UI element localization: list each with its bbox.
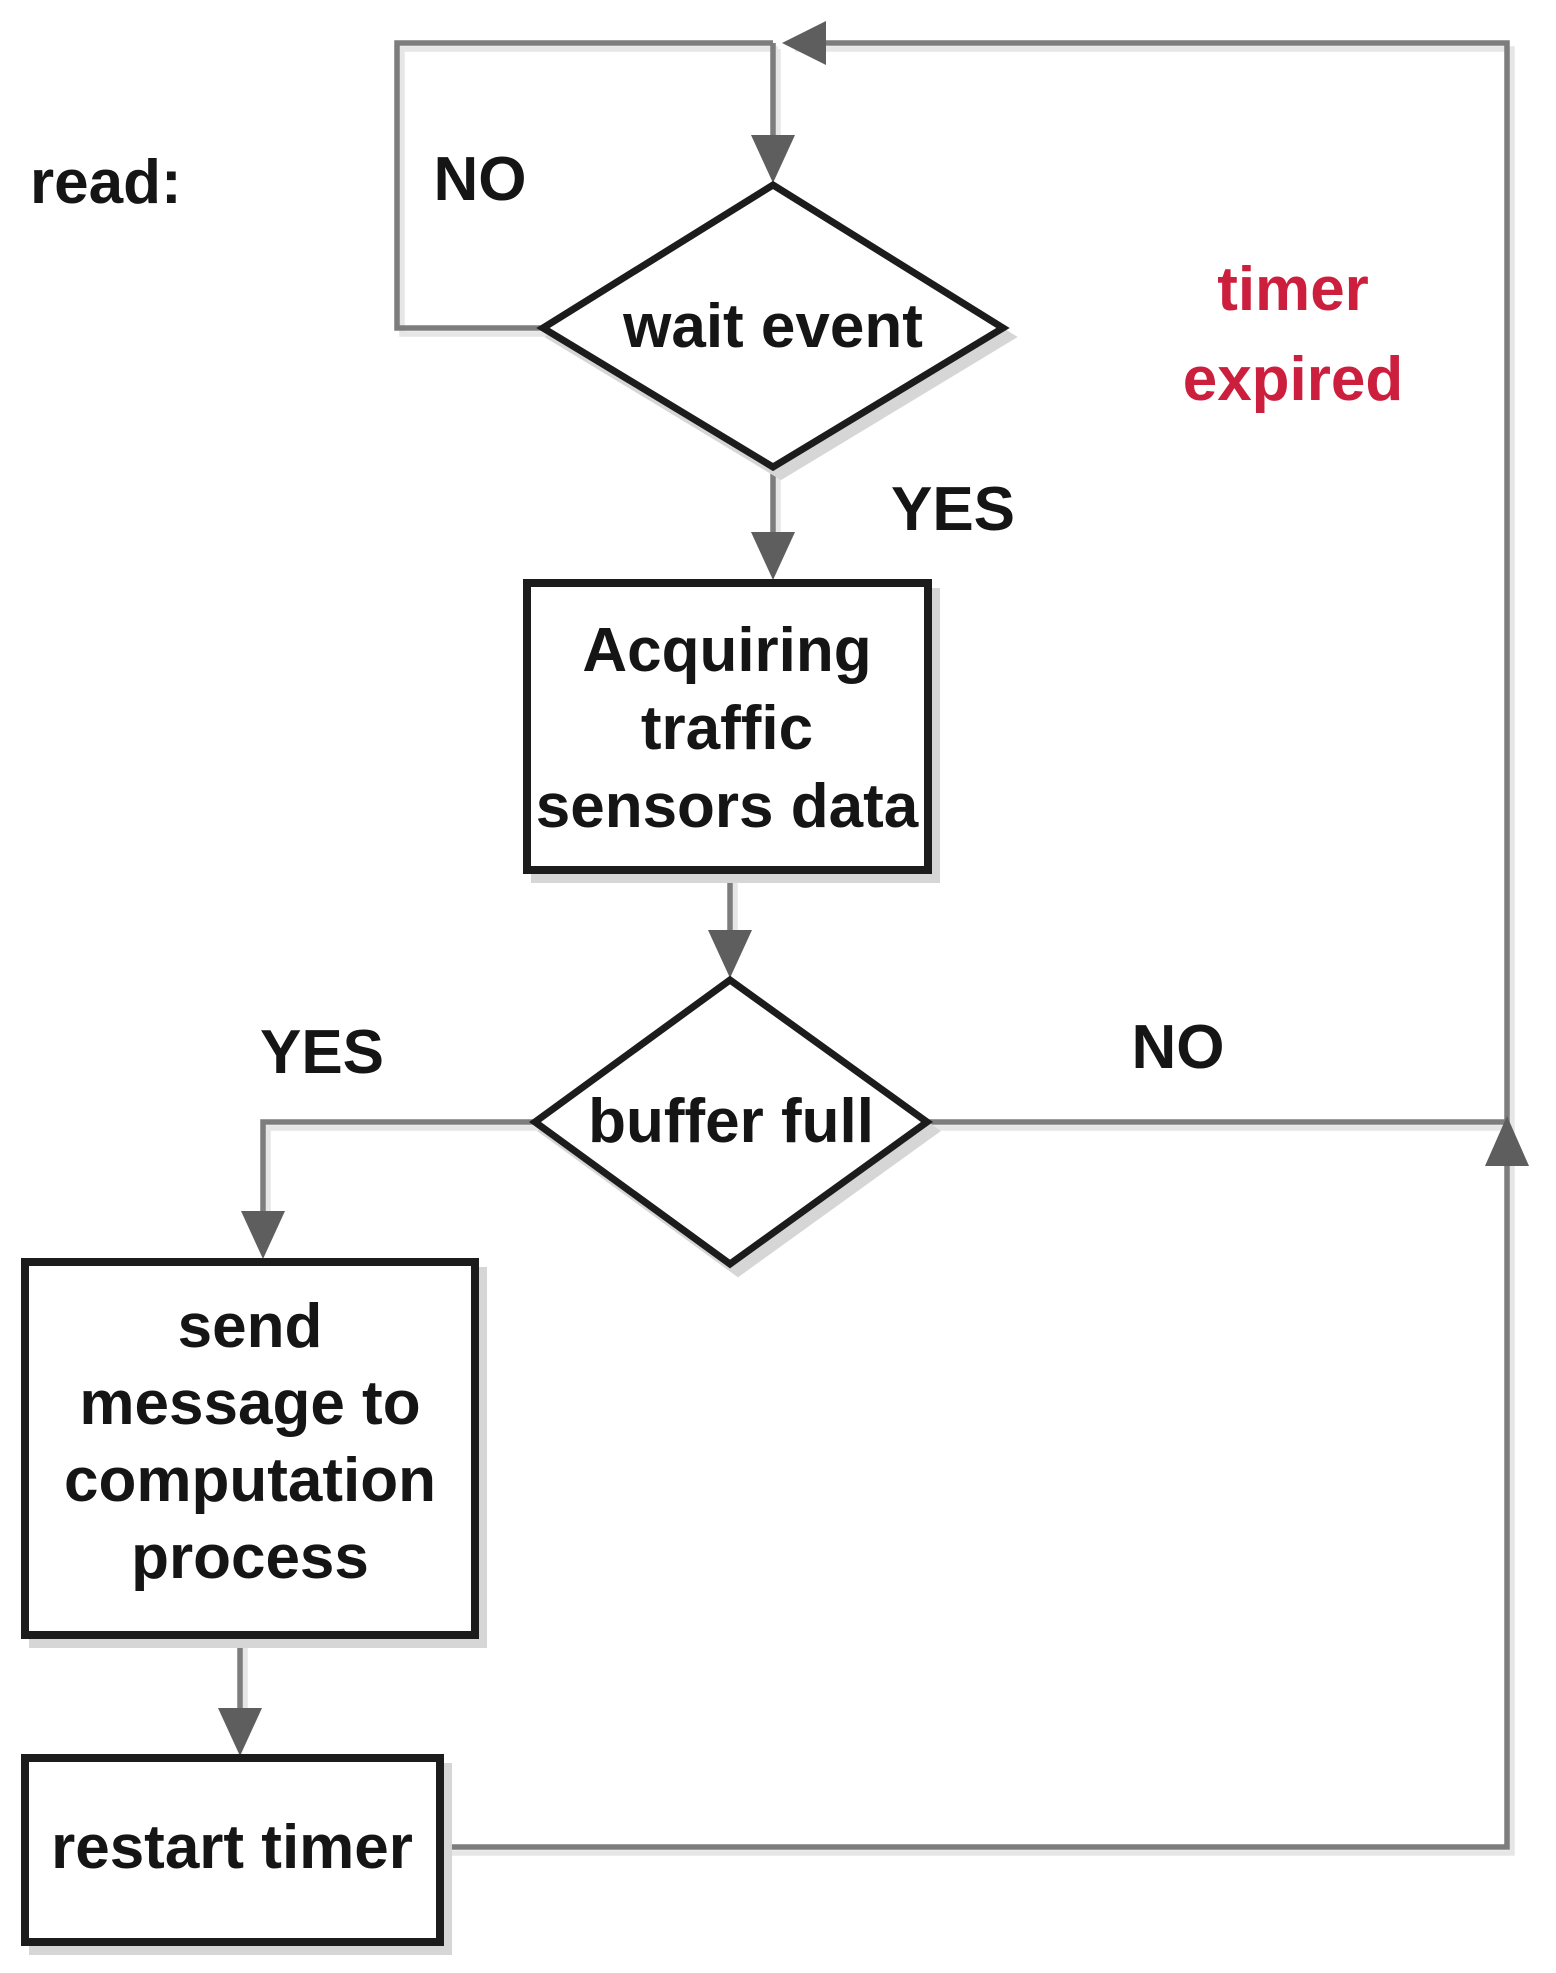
- edge-labels: read: NO YES YES NO timer expired: [30, 145, 1403, 1087]
- buffer-full-label: buffer full: [588, 1087, 874, 1156]
- edge-timer-loop: [440, 40, 1510, 1850]
- edge-buffer-full-yes: [260, 1119, 535, 1222]
- send-message-process-box: [21, 1258, 479, 1639]
- wait-event-yes-label: YES: [891, 475, 1015, 544]
- buffer-full-no-label: NO: [1132, 1013, 1225, 1082]
- acquiring-label-line3: sensors data: [536, 772, 919, 841]
- send-message-label-line3: computation: [64, 1446, 436, 1515]
- nodes: [21, 180, 1010, 1946]
- restart-timer-label: restart timer: [51, 1813, 413, 1882]
- send-message-label-line1: send: [178, 1292, 323, 1361]
- restart-timer-process-box: [21, 1754, 444, 1946]
- arrowhead-left-into-top-junction: [782, 21, 826, 65]
- connectors: [218, 21, 1529, 1850]
- node-labels: wait event Acquiring traffic sensors dat…: [51, 292, 923, 1882]
- arrowhead-down-into-restart-timer: [218, 1708, 262, 1756]
- wait-event-label: wait event: [622, 292, 923, 361]
- wait-event-decision-diamond: [536, 180, 1010, 472]
- buffer-full-decision-diamond: [529, 975, 933, 1269]
- buffer-full-yes-label: YES: [260, 1018, 384, 1087]
- acquiring-label-line1: Acquiring: [582, 616, 871, 685]
- acquiring-process-box: [523, 579, 932, 874]
- arrowhead-down-into-acquiring: [751, 532, 795, 580]
- arrowhead-down-into-buffer-full: [708, 930, 752, 978]
- edge-wait-event-no-loop: [394, 40, 773, 331]
- send-message-label-line2: message to: [79, 1369, 420, 1438]
- arrowhead-up-at-right-junction: [1485, 1116, 1529, 1166]
- acquiring-label-line2: traffic: [641, 694, 813, 763]
- timer-expired-label-line2: expired: [1183, 345, 1404, 414]
- wait-event-no-label: NO: [434, 145, 527, 214]
- arrowhead-down-into-send-message: [241, 1211, 285, 1259]
- read-annotation-label: read:: [30, 148, 182, 217]
- send-message-label-line4: process: [131, 1523, 369, 1592]
- timer-expired-label-line1: timer: [1217, 255, 1369, 324]
- arrowhead-down-into-wait-event: [751, 135, 795, 183]
